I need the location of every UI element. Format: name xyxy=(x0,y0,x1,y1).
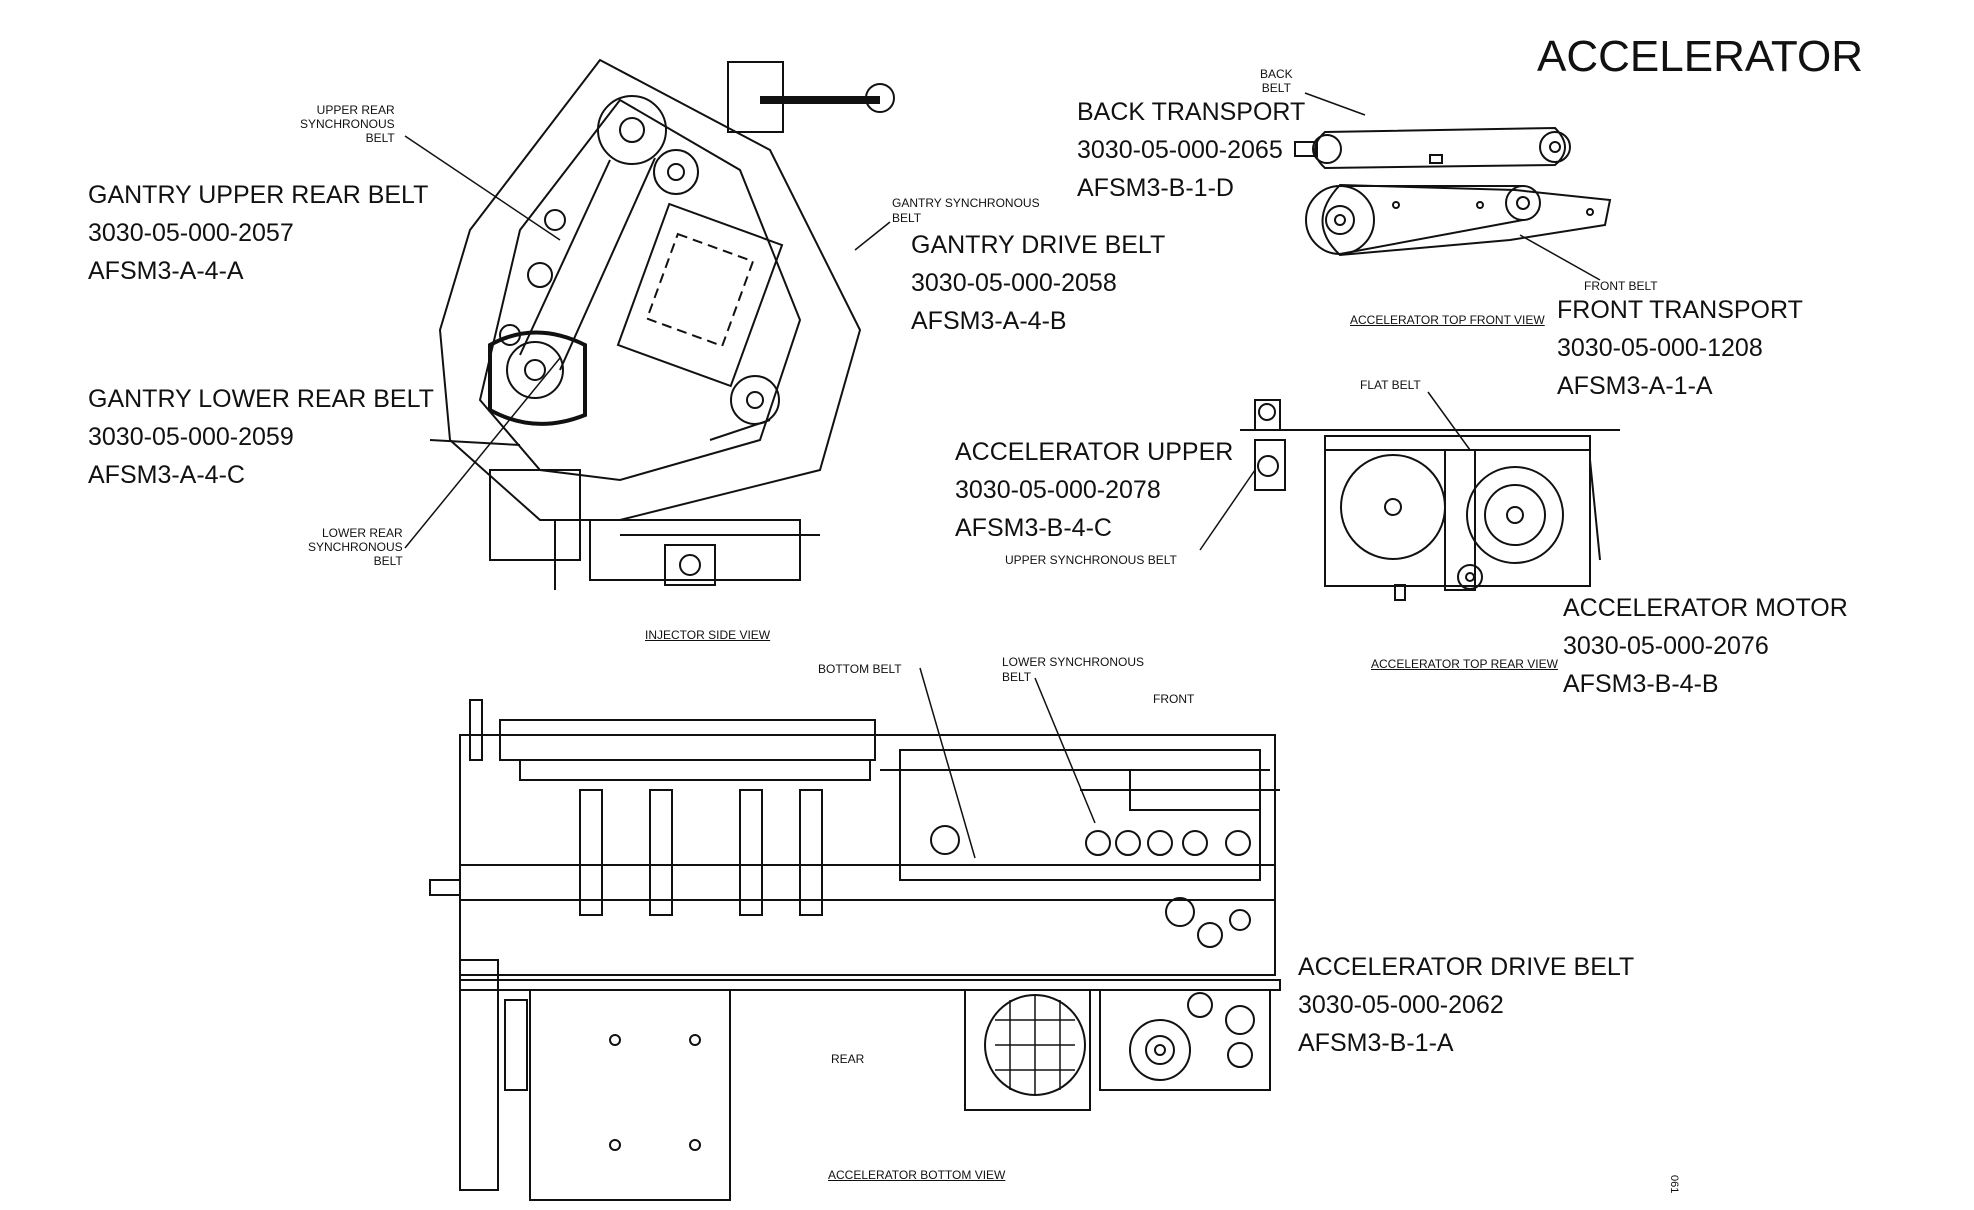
callout-upper-rear-sync-belt: UPPER REAR SYNCHRONOUS BELT xyxy=(300,103,395,145)
part-number: 3030-05-000-1208 xyxy=(1557,334,1763,362)
callout-line: SYNCHRONOUS xyxy=(308,540,403,554)
part-number: 3030-05-000-2062 xyxy=(1298,991,1504,1019)
part-name: GANTRY DRIVE BELT xyxy=(911,231,1166,259)
part-number: 3030-05-000-2065 xyxy=(1077,136,1283,164)
caption-top-front-view: ACCELERATOR TOP FRONT VIEW xyxy=(1350,313,1545,327)
callout-line: BACK xyxy=(1260,67,1293,81)
callout-upper-sync-belt: UPPER SYNCHRONOUS BELT xyxy=(1005,553,1177,567)
callout-lower-sync-belt: LOWER SYNCHRONOUS BELT xyxy=(1002,655,1144,685)
label-front: FRONT xyxy=(1153,692,1195,706)
part-location: AFSM3-A-1-A xyxy=(1557,372,1713,400)
callout-line: BELT xyxy=(1002,670,1032,684)
bottom-view-drawing xyxy=(429,699,1281,1201)
part-gantry-upper-rear-belt: GANTRY UPPER REAR BELT 3030-05-000-2057 … xyxy=(88,176,428,290)
callout-line: UPPER REAR xyxy=(316,103,395,117)
part-location: AFSM3-A-4-A xyxy=(88,257,244,285)
part-number: 3030-05-000-2058 xyxy=(911,269,1117,297)
callout-bottom-belt: BOTTOM BELT xyxy=(818,662,902,676)
callout-line: BELT xyxy=(892,211,922,225)
callout-gantry-sync-belt: GANTRY SYNCHRONOUS BELT xyxy=(892,196,1040,226)
top-front-view-drawing xyxy=(1294,126,1612,257)
label-rear: REAR xyxy=(831,1052,865,1066)
part-name: FRONT TRANSPORT xyxy=(1557,296,1803,324)
part-location: AFSM3-B-4-C xyxy=(955,514,1112,542)
callout-line: LOWER SYNCHRONOUS xyxy=(1002,655,1145,669)
part-number: 3030-05-000-2076 xyxy=(1563,632,1769,660)
callout-line: BELT xyxy=(365,131,395,145)
callout-line: LOWER REAR xyxy=(322,526,403,540)
part-number: 3030-05-000-2078 xyxy=(955,476,1161,504)
part-gantry-drive-belt: GANTRY DRIVE BELT 3030-05-000-2058 AFSM3… xyxy=(911,226,1165,340)
callout-line: BELT xyxy=(373,554,403,568)
part-accelerator-motor: ACCELERATOR MOTOR 3030-05-000-2076 AFSM3… xyxy=(1563,589,1848,703)
part-accelerator-drive-belt: ACCELERATOR DRIVE BELT 3030-05-000-2062 … xyxy=(1298,948,1634,1062)
part-location: AFSM3-B-4-B xyxy=(1563,670,1719,698)
caption-injector-side-view: INJECTOR SIDE VIEW xyxy=(645,628,771,642)
page-code: 061 xyxy=(1668,1175,1680,1194)
part-accelerator-upper: ACCELERATOR UPPER 3030-05-000-2078 AFSM3… xyxy=(955,433,1233,547)
part-number: 3030-05-000-2057 xyxy=(88,219,294,247)
callout-flat-belt: FLAT BELT xyxy=(1360,378,1421,392)
caption-top-rear-view: ACCELERATOR TOP REAR VIEW xyxy=(1371,657,1558,671)
part-name: GANTRY UPPER REAR BELT xyxy=(88,181,429,209)
leader-lines xyxy=(404,92,1601,859)
part-name: ACCELERATOR MOTOR xyxy=(1563,594,1848,622)
part-location: AFSM3-B-1-A xyxy=(1298,1029,1454,1057)
callout-line: GANTRY SYNCHRONOUS xyxy=(892,196,1040,210)
caption-bottom-view: ACCELERATOR BOTTOM VIEW xyxy=(828,1168,1006,1182)
part-location: AFSM3-B-1-D xyxy=(1077,174,1234,202)
page-title: ACCELERATOR xyxy=(1537,32,1864,81)
part-number: 3030-05-000-2059 xyxy=(88,423,294,451)
part-location: AFSM3-A-4-C xyxy=(88,461,245,489)
part-gantry-lower-rear-belt: GANTRY LOWER REAR BELT 3030-05-000-2059 … xyxy=(88,380,434,494)
injector-side-view-drawing xyxy=(429,58,895,590)
callout-line: BELT xyxy=(1261,81,1291,95)
part-front-transport: FRONT TRANSPORT 3030-05-000-1208 AFSM3-A… xyxy=(1557,291,1803,405)
callout-line: SYNCHRONOUS xyxy=(300,117,395,131)
part-name: ACCELERATOR DRIVE BELT xyxy=(1298,953,1635,981)
part-location: AFSM3-A-4-B xyxy=(911,307,1067,335)
callout-lower-rear-sync-belt: LOWER REAR SYNCHRONOUS BELT xyxy=(308,526,403,568)
callout-back-belt: BACK BELT xyxy=(1260,67,1293,95)
callout-front-belt: FRONT BELT xyxy=(1584,279,1658,293)
top-rear-view-drawing xyxy=(1240,399,1620,601)
part-name: GANTRY LOWER REAR BELT xyxy=(88,385,434,413)
part-name: BACK TRANSPORT xyxy=(1077,98,1306,126)
part-back-transport: BACK TRANSPORT 3030-05-000-2065 AFSM3-B-… xyxy=(1077,93,1305,207)
part-name: ACCELERATOR UPPER xyxy=(955,438,1234,466)
